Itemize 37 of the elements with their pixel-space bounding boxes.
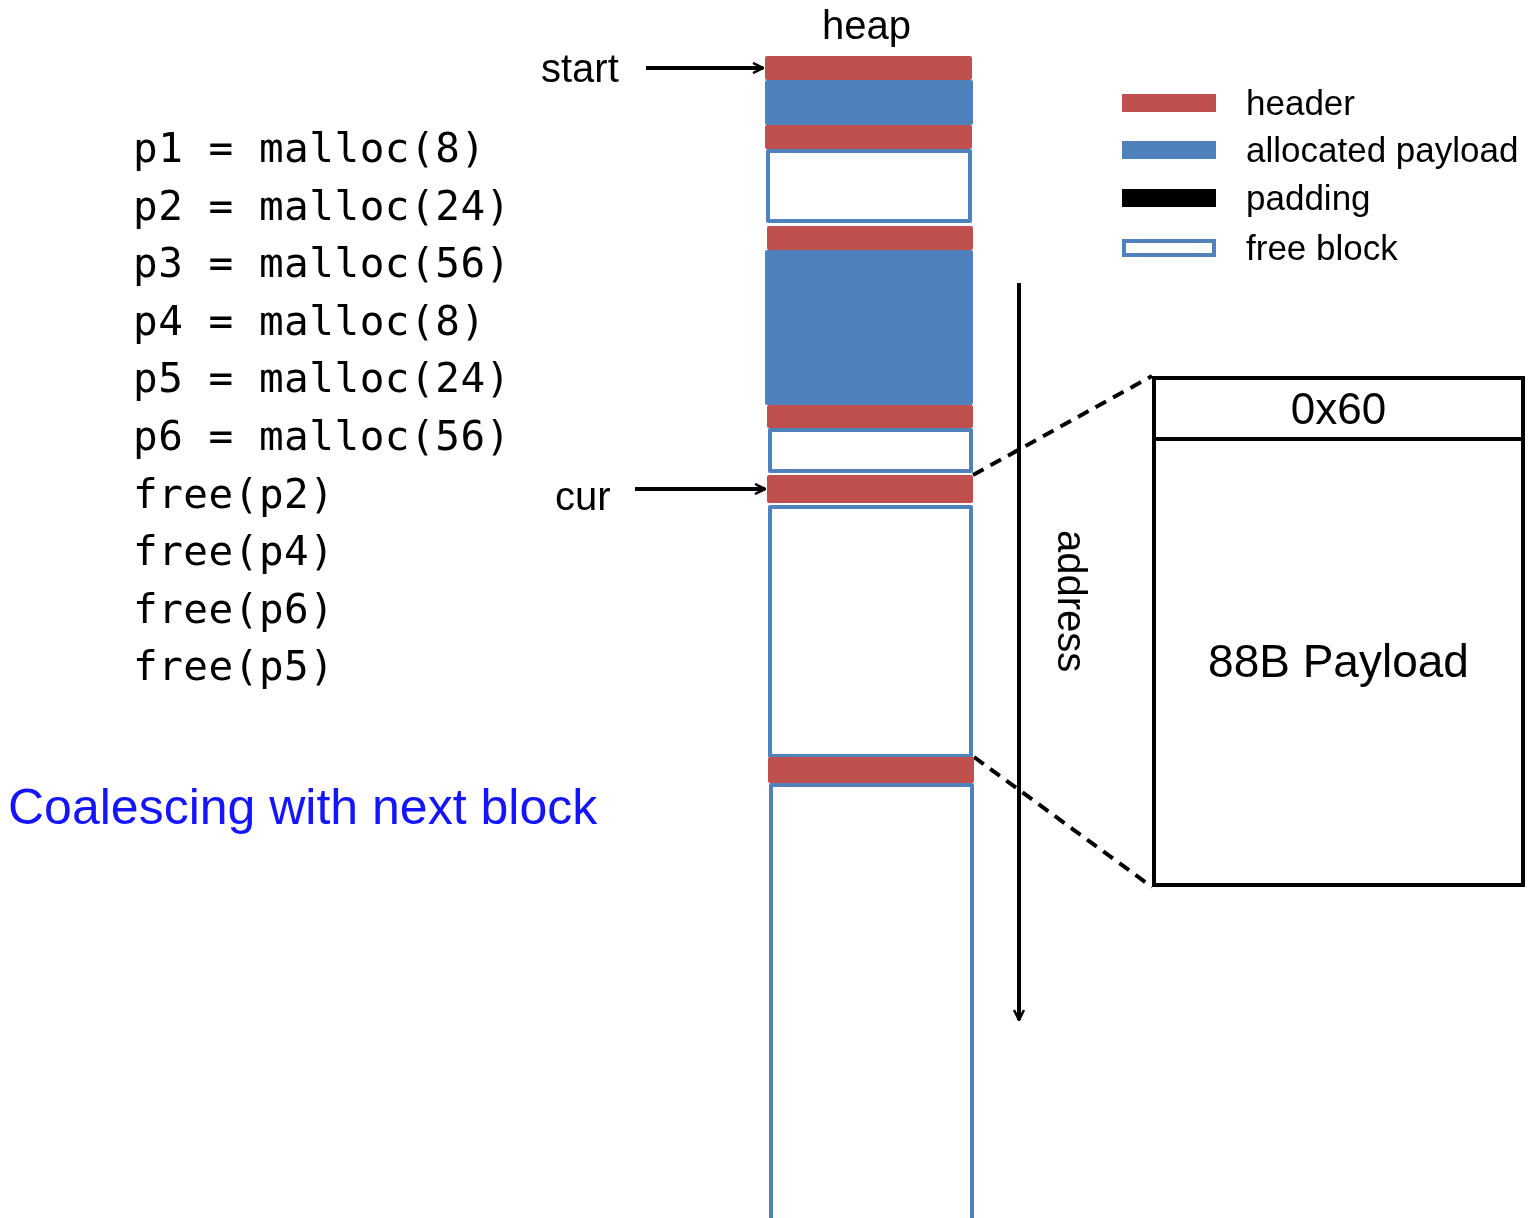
- pointer-label: cur: [555, 475, 615, 517]
- code-line: p5 = malloc(24): [133, 358, 511, 400]
- legend-label: free block: [1246, 230, 1398, 265]
- pointer-arrow: [635, 482, 767, 496]
- allocated-block: [765, 80, 973, 125]
- header-bar: [767, 475, 973, 503]
- code-line: free(p6): [133, 588, 335, 630]
- heap-label: heap: [822, 5, 911, 45]
- zoom-line: [972, 374, 1153, 477]
- zoom-line: [972, 755, 1154, 889]
- header-bar: [765, 56, 972, 80]
- pointer-arrow: [646, 61, 765, 75]
- header-bar: [767, 226, 973, 250]
- header-bar: [767, 405, 973, 428]
- code-line: p6 = malloc(56): [133, 416, 511, 457]
- axis-label: address: [1052, 530, 1092, 670]
- code-line: free(p5): [133, 646, 335, 688]
- free-block: [766, 149, 972, 223]
- allocated-block: [765, 250, 973, 405]
- header-bar: [768, 757, 974, 783]
- legend-label: header: [1246, 85, 1355, 120]
- block-header-box: 0x60: [1152, 376, 1525, 441]
- code-line: free(p4): [133, 531, 335, 573]
- code-line: p3 = malloc(56): [133, 243, 511, 285]
- slide-subtitle: Coalescing with next block: [8, 782, 598, 832]
- header-bar: [765, 125, 972, 149]
- pointer-label: start: [541, 47, 626, 89]
- free-block: [769, 783, 974, 1218]
- free-block: [768, 428, 973, 473]
- code-line: p4 = malloc(8): [133, 300, 486, 342]
- code-line: p2 = malloc(24): [133, 185, 511, 227]
- legend-label: allocated payload: [1246, 132, 1519, 167]
- free-block: [768, 505, 973, 758]
- code-line: free(p2): [133, 473, 335, 515]
- code-line: p1 = malloc(8): [133, 128, 486, 169]
- legend-label: padding: [1246, 180, 1371, 215]
- payload-box: 88B Payload: [1152, 439, 1525, 887]
